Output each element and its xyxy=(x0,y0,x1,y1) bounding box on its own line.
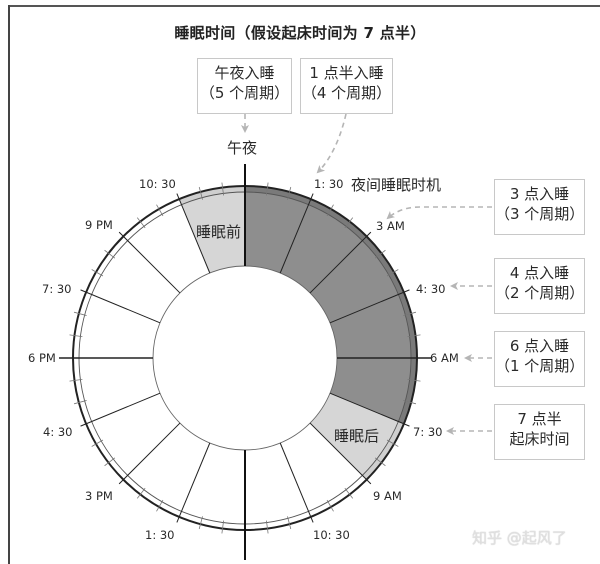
tick-mark xyxy=(403,400,417,405)
sector-sleep-window-fill xyxy=(245,192,411,422)
band-before-sleep xyxy=(179,186,245,205)
tick-mark xyxy=(374,457,386,467)
tick-mark xyxy=(69,379,83,382)
callout-0130-line1: 1 点半入睡 xyxy=(309,64,384,82)
callout-wake-line1: 7 点半 xyxy=(517,410,562,428)
tick-mark xyxy=(156,204,164,217)
diagram-title: 睡眠时间（假设起床时间为 7 点半） xyxy=(174,24,426,42)
tick-mark xyxy=(266,182,269,196)
callout-wake-line2: 起床时间 xyxy=(509,430,570,448)
callout-wake: 7 点半 起床时间 xyxy=(494,404,585,460)
spoke-line xyxy=(176,193,211,274)
spoke-line xyxy=(118,422,181,485)
tick-mark xyxy=(344,217,354,229)
tick-mark xyxy=(69,334,83,337)
tick-mark xyxy=(221,520,224,534)
tick-mark xyxy=(344,487,354,499)
arrow-0130 xyxy=(316,113,347,174)
frame-top-border xyxy=(8,5,600,7)
spoke-line xyxy=(329,289,410,324)
spoke-line xyxy=(279,442,314,523)
tick-mark xyxy=(156,499,164,512)
sleep-window-label: 夜间睡眠时机 xyxy=(351,176,442,194)
tick-mark xyxy=(386,439,399,447)
callout-0430-line2: （2 个周期） xyxy=(495,284,585,302)
clock-label-1930: 7: 30 xyxy=(42,282,72,296)
tick-mark xyxy=(73,400,87,405)
spoke-line xyxy=(329,392,410,427)
tick-mark xyxy=(104,457,116,467)
callout-arrows xyxy=(241,113,492,435)
callout-0300: 3 点入睡 （3 个周期） xyxy=(494,179,585,235)
callout-0430: 4 点入睡 （2 个周期） xyxy=(494,258,585,314)
tick-mark xyxy=(326,499,334,512)
clock-label-1330: 1: 30 xyxy=(145,528,175,542)
spoke-line xyxy=(279,193,314,274)
callout-midnight: 午夜入睡 （5 个周期） xyxy=(197,58,292,114)
tick-mark xyxy=(136,487,146,499)
tick-mark xyxy=(326,204,334,217)
callout-0600: 6 点入睡 （1 个周期） xyxy=(494,331,585,387)
tick-mark xyxy=(91,439,104,447)
tick-mark xyxy=(266,520,269,534)
spoke-line xyxy=(80,289,161,324)
tick-mark xyxy=(73,311,87,316)
callout-midnight-line2: （5 个周期） xyxy=(199,84,290,102)
tick-mark xyxy=(198,186,203,200)
arrow-0300 xyxy=(386,206,492,220)
frame-left-border xyxy=(8,5,10,564)
sector-before-sleep: 睡眠前 xyxy=(196,223,242,241)
clock-label-0730: 7: 30 xyxy=(413,425,443,439)
tick-mark xyxy=(221,182,224,196)
callout-0130-line2: （4 个周期） xyxy=(301,84,392,102)
tick-mark xyxy=(136,217,146,229)
tick-mark xyxy=(407,334,421,337)
sector-after-sleep-fill xyxy=(310,393,399,476)
callout-0300-line1: 3 点入睡 xyxy=(509,185,570,203)
clock-label-1800: 6 PM xyxy=(28,351,56,365)
tick-mark xyxy=(198,516,203,530)
spoke-line xyxy=(118,231,181,294)
clock-label-2100: 9 PM xyxy=(85,218,113,232)
callout-0600-line2: （1 个周期） xyxy=(495,357,585,375)
callout-0430-line1: 4 点入睡 xyxy=(509,264,570,282)
midnight-label: 午夜 xyxy=(227,139,258,157)
clock-label-0130: 1: 30 xyxy=(314,177,344,191)
tick-mark xyxy=(386,269,399,277)
tick-mark xyxy=(91,269,104,277)
clock-label-0430: 4: 30 xyxy=(416,282,446,296)
clock-label-0900: 9 AM xyxy=(373,489,402,503)
callout-0130: 1 点半入睡 （4 个周期） xyxy=(300,58,393,114)
spoke-line xyxy=(176,442,211,523)
clock-label-1500: 3 PM xyxy=(85,489,113,503)
sector-before-sleep-fill xyxy=(181,192,245,274)
clock-label-0300: 3 AM xyxy=(376,219,405,233)
tick-mark xyxy=(403,311,417,316)
spoke-line xyxy=(309,422,372,485)
clock-label-1030: 10: 30 xyxy=(313,528,350,542)
clock-label-0600: 6 AM xyxy=(430,351,459,365)
tick-mark xyxy=(407,379,421,382)
spoke-line xyxy=(309,231,372,294)
callout-midnight-line1: 午夜入睡 xyxy=(214,64,275,82)
spoke-line xyxy=(80,392,161,427)
tick-mark xyxy=(287,186,292,200)
clock-label-2230: 10: 30 xyxy=(139,177,176,191)
center-hole xyxy=(152,265,338,451)
tick-mark xyxy=(287,516,292,530)
callout-0600-line1: 6 点入睡 xyxy=(509,337,570,355)
sector-after-sleep: 睡眠后 xyxy=(334,427,380,445)
callout-0300-line2: （3 个周期） xyxy=(495,205,585,223)
watermark: 知乎 @起风了 xyxy=(472,529,567,547)
tick-mark xyxy=(104,249,116,259)
tick-mark xyxy=(374,249,386,259)
clock-label-1630: 4: 30 xyxy=(43,425,73,439)
